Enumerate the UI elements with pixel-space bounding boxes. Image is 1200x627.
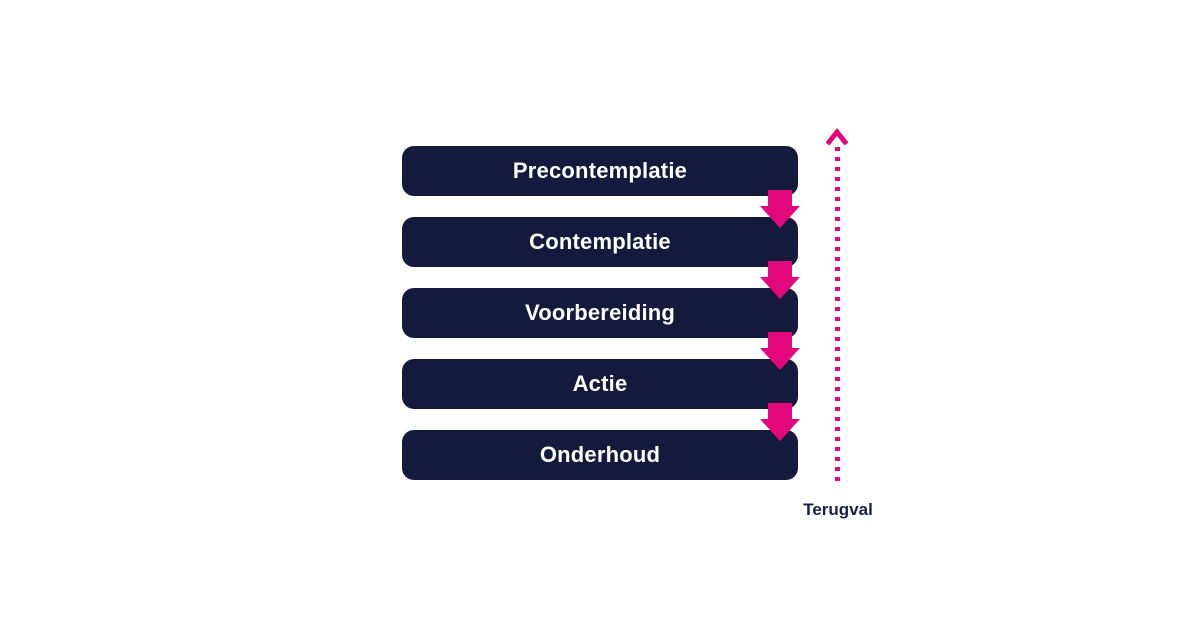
stage-list: Precontemplatie Contemplatie Voorbereidi… (402, 146, 798, 501)
down-arrow-icon (760, 261, 800, 299)
relapse-label: Terugval (803, 500, 873, 519)
up-arrow-icon (826, 128, 848, 145)
down-arrow-icon (760, 403, 800, 441)
stage-box-actie: Actie (402, 359, 798, 409)
stage-label-onderhoud: Onderhoud (539, 442, 661, 467)
stage-label-actie: Actie (572, 371, 628, 396)
stage-label-contemplatie: Contemplatie (529, 229, 671, 254)
stage-box-onderhoud: Onderhoud (402, 430, 798, 480)
stage-label-voorbereiding: Voorbereiding (524, 300, 676, 325)
down-arrow-icon (760, 190, 800, 228)
stage-box-precontemplatie: Precontemplatie (402, 146, 798, 196)
stage-label-precontemplatie: Precontemplatie (512, 158, 688, 183)
stage-box-contemplatie: Contemplatie (402, 217, 798, 267)
down-arrow-icon (760, 332, 800, 370)
stage-box-voorbereiding: Voorbereiding (402, 288, 798, 338)
relapse-dotted-line (835, 147, 840, 484)
